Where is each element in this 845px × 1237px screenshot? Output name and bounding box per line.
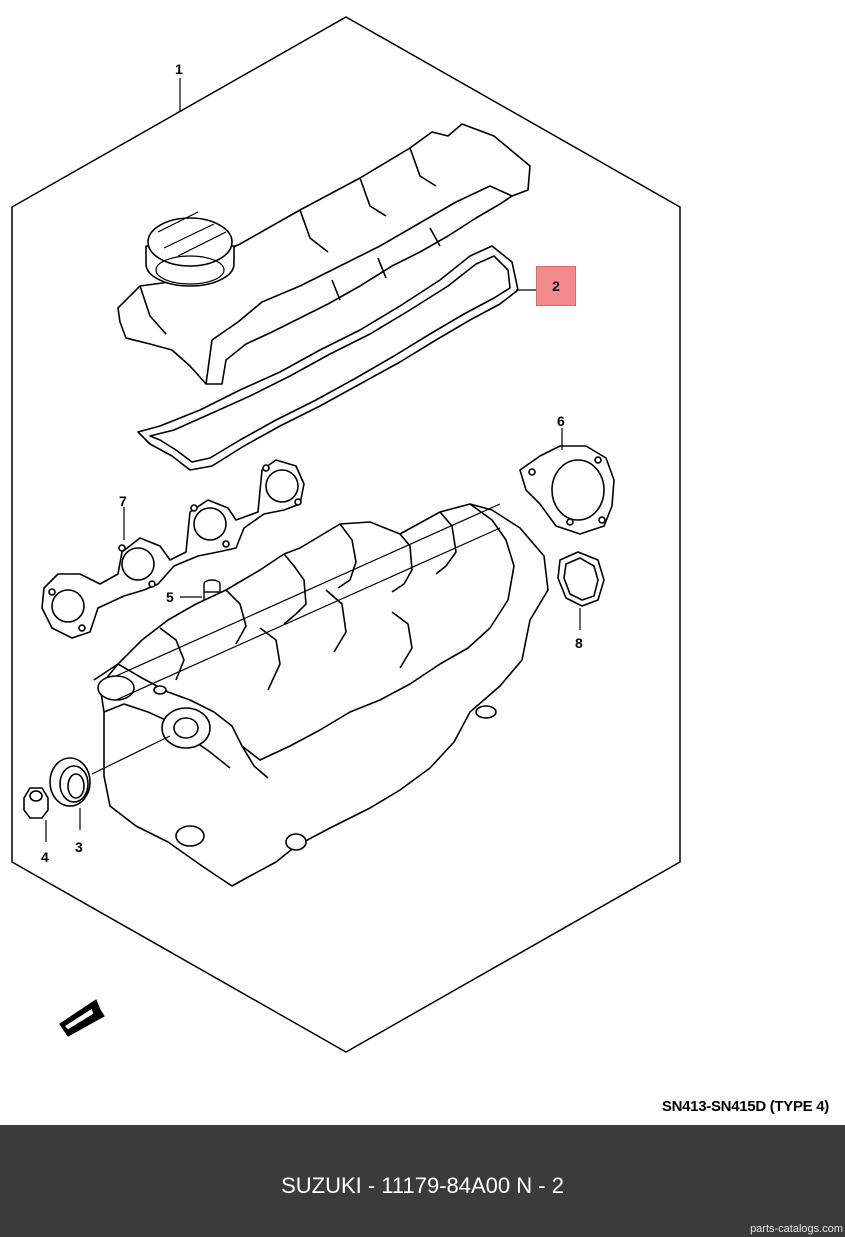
kit-boundary: [11, 16, 681, 1053]
callout-4[interactable]: 4: [41, 849, 49, 865]
callout-2[interactable]: 2: [552, 278, 560, 294]
part-title: SUZUKI - 11179-84A00 N - 2: [281, 1173, 564, 1198]
cylinder-head-cover: [117, 123, 531, 385]
callout-2-highlight: [536, 266, 576, 306]
cylinder-head: [93, 503, 549, 887]
o-ring-gasket: [557, 551, 605, 607]
callout-7[interactable]: 7: [119, 493, 127, 509]
water-outlet-gasket: [519, 445, 615, 535]
manifold-gasket: [41, 459, 305, 639]
oil-cap-top: [147, 217, 233, 267]
nut: [23, 787, 49, 819]
callout-1[interactable]: 1: [175, 61, 183, 77]
callout-8[interactable]: 8: [575, 635, 583, 651]
callout-3[interactable]: 3: [75, 839, 83, 855]
head-cover-gasket: [137, 245, 519, 471]
callout-5[interactable]: 5: [166, 589, 174, 605]
shaft-guide-line: [91, 735, 171, 775]
exploded-parts-diagram: 1 7 6: [11, 16, 681, 1053]
footer-bar: SUZUKI - 11179-84A00 N - 2 parts-catalog…: [0, 1125, 845, 1237]
site-credit[interactable]: parts-catalogs.com: [750, 1223, 843, 1235]
callout-6[interactable]: 6: [557, 413, 565, 429]
model-label: SN413-SN415D (TYPE 4): [661, 1098, 829, 1115]
oil-seal: [49, 757, 91, 807]
front-direction-arrow: [59, 999, 105, 1037]
